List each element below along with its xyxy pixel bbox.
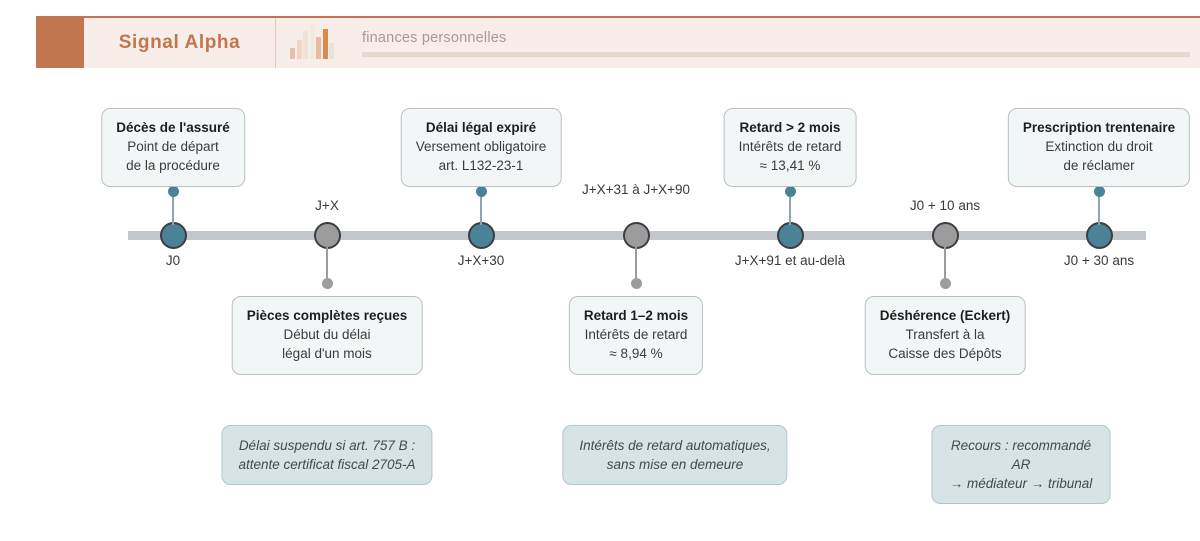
card-body: Intérêts de retard ≈ 8,94 % xyxy=(584,327,688,361)
timeline-stem-jx xyxy=(326,247,328,282)
card-body: Extinction du droit de réclamer xyxy=(1045,139,1153,173)
timeline-stem-dot-jx91 xyxy=(784,186,796,197)
subtitle-container: finances personnelles xyxy=(348,18,1200,68)
bar-chart-bar-2 xyxy=(303,31,308,59)
timeline-axis-label-j0-10ans: J0 + 10 ans xyxy=(909,198,981,213)
app-header: Signal Alpha finances personnelles xyxy=(36,16,1200,68)
card-title: Déshérence (Eckert) xyxy=(879,308,1011,323)
timeline-node-j0-10ans[interactable] xyxy=(931,222,959,249)
card-body: Début du délai légal d'un mois xyxy=(282,327,372,361)
timeline-stem-jx31-90 xyxy=(635,247,637,282)
card-title: Décès de l'assuré xyxy=(116,120,230,135)
timeline-node-jx91[interactable] xyxy=(776,222,804,249)
note-delai-suspendu[interactable]: Délai suspendu si art. 757 B : attente c… xyxy=(221,425,433,485)
bar-chart-bar-6 xyxy=(329,43,334,59)
note-interets-automatiques[interactable]: Intérêts de retard automatiques, sans mi… xyxy=(562,425,788,485)
timeline-axis-label-j0-30ans: J0 + 30 ans xyxy=(1063,253,1135,268)
header-accent-block xyxy=(36,18,84,68)
bar-chart-bar-4 xyxy=(316,37,321,59)
card-body: Point de départ de la procédure xyxy=(126,139,220,173)
timeline-axis-label-jx30: J+X+30 xyxy=(457,253,505,268)
timeline-axis-label-jx: J+X xyxy=(315,198,339,213)
card-title: Prescription trentenaire xyxy=(1022,120,1176,135)
timeline-stem-dot-jx31-90 xyxy=(630,278,642,289)
note-recours[interactable]: Recours : recommandé AR → médiateur → tr… xyxy=(931,425,1111,504)
timeline-stem-j0-10ans xyxy=(944,247,946,282)
timeline-stem-dot-j0-10ans xyxy=(939,278,951,289)
brand-container: Signal Alpha xyxy=(84,18,276,68)
timeline-node-j0-30ans[interactable] xyxy=(1085,222,1113,249)
timeline-stem-dot-jx xyxy=(321,278,333,289)
header-subtitle: finances personnelles xyxy=(362,29,507,46)
timeline-node-jx[interactable] xyxy=(313,222,341,249)
card-title: Retard 1–2 mois xyxy=(583,308,689,323)
timeline-axis-label-j0: J0 xyxy=(165,253,181,268)
card-title: Pièces complètes reçues xyxy=(246,308,408,323)
timeline-stem-dot-j0 xyxy=(167,186,179,197)
card-title: Délai légal expiré xyxy=(425,120,537,135)
timeline-stem-dot-jx30 xyxy=(475,186,487,197)
timeline-card-j0-10ans[interactable]: Déshérence (Eckert) Transfert à la Caisse… xyxy=(864,296,1026,375)
bar-chart-bar-5 xyxy=(322,29,328,59)
timeline-axis-label-jx91: J+X+91 et au-delà xyxy=(734,253,846,268)
bar-chart-icon-bars xyxy=(290,25,334,59)
card-body: Transfert à la Caisse des Dépôts xyxy=(888,327,1002,361)
bar-chart-bar-1 xyxy=(296,40,302,59)
bar-chart-icon xyxy=(276,18,348,68)
card-body: Versement obligatoire art. L132-23-1 xyxy=(415,139,547,173)
timeline-stem-jx30 xyxy=(480,190,482,225)
timeline-node-jx30[interactable] xyxy=(467,222,495,249)
card-title: Retard > 2 mois xyxy=(739,120,841,135)
bar-chart-bar-3 xyxy=(309,25,315,59)
timeline-stem-j0-30ans xyxy=(1098,190,1100,225)
timeline-node-jx31-90[interactable] xyxy=(622,222,650,249)
timeline-stem-j0 xyxy=(172,190,174,225)
brand-title: Signal Alpha xyxy=(118,32,241,53)
timeline-stem-dot-j0-30ans xyxy=(1093,186,1105,197)
timeline-axis-label-jx31-90: J+X+31 à J+X+90 xyxy=(581,182,691,197)
card-body: Intérêts de retard ≈ 13,41 % xyxy=(738,139,842,173)
timeline-stem-jx91 xyxy=(789,190,791,225)
timeline-node-j0[interactable] xyxy=(159,222,187,249)
bar-chart-bar-0 xyxy=(290,48,295,59)
header-rule xyxy=(362,51,1190,57)
